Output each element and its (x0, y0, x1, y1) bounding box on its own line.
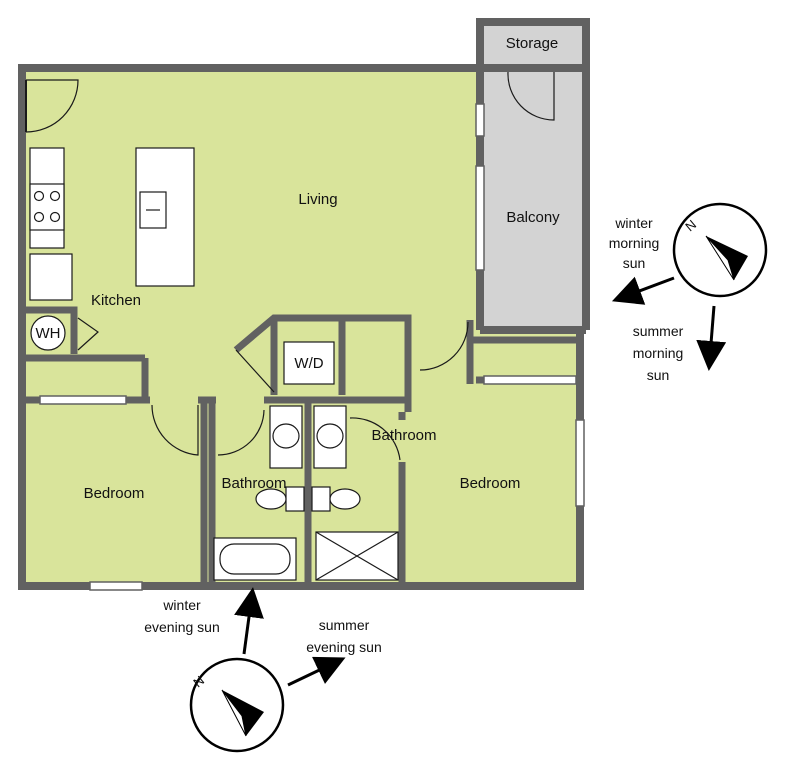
bedroom-left-label: Bedroom (84, 485, 145, 502)
toilet-left-icon (255, 488, 287, 510)
toilet-right-icon (329, 488, 361, 510)
storage-area (480, 22, 586, 72)
summer-evening-sun-label: summer evening sun (306, 617, 382, 655)
water-heater-icon (30, 315, 66, 351)
svg-text:sun: sun (623, 255, 646, 271)
bath-fixtures (213, 405, 399, 581)
winter-evening-sun-label: winter evening sun (144, 597, 220, 635)
kitchen-label: Kitchen (91, 292, 141, 309)
bathroom-right-label: Bathroom (371, 427, 436, 444)
tank-left (285, 486, 305, 512)
bathroom-left-label: Bathroom (221, 475, 286, 492)
winter-morning-arrow (611, 276, 675, 305)
svg-text:evening sun: evening sun (306, 639, 382, 655)
winter-morning-sun-label: winter morning sun (609, 215, 660, 271)
fridge-icon (29, 253, 73, 301)
summer-evening-arrow (287, 656, 346, 687)
compass-icon: N (189, 657, 285, 753)
svg-text:winter: winter (162, 597, 201, 613)
island-sink-icon (139, 191, 167, 229)
windows (39, 103, 585, 591)
floor-area (22, 68, 582, 584)
interior-walls (24, 306, 580, 586)
kitchen-fixtures (29, 147, 195, 351)
balcony-label: Balcony (506, 209, 560, 226)
svg-text:evening sun: evening sun (144, 619, 220, 635)
summer-morning-arrow (696, 305, 727, 371)
washer-dryer-label: W/D (294, 355, 323, 372)
washer-dryer-icon (283, 341, 335, 385)
svg-text:morning: morning (609, 235, 660, 251)
svg-text:winter: winter (614, 215, 653, 231)
living-label: Living (298, 191, 337, 208)
door-swings (25, 71, 555, 461)
svg-text:sun: sun (647, 367, 670, 383)
summer-morning-sun-label: summer morning sun (633, 323, 684, 383)
winter-evening-arrow (234, 587, 264, 655)
stove-icon (29, 183, 65, 231)
sink-right-icon (316, 423, 344, 449)
tank-right (311, 486, 331, 512)
water-heater-label: WH (36, 325, 61, 342)
sink-left-icon (272, 423, 300, 449)
balcony-area (480, 72, 586, 330)
svg-text:summer: summer (633, 323, 684, 339)
svg-text:morning: morning (633, 345, 684, 361)
compass-icon: N (672, 202, 768, 298)
bedroom-right-label: Bedroom (460, 475, 521, 492)
svg-text:summer: summer (319, 617, 370, 633)
storage-label: Storage (506, 35, 559, 52)
